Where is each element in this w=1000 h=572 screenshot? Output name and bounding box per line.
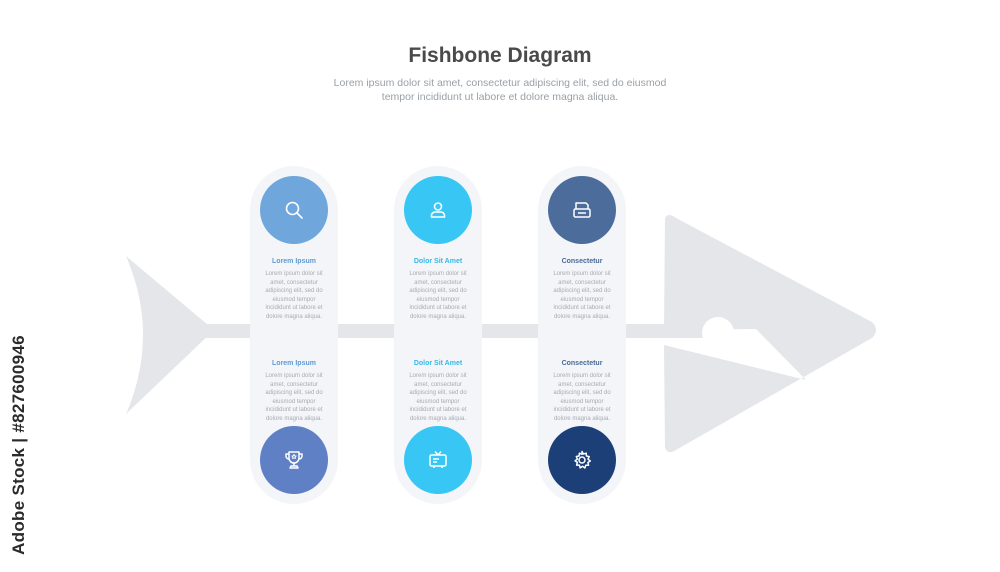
diagram-subtitle: Lorem ipsum dolor sit amet, consectetur … (250, 76, 750, 104)
tv-icon (429, 451, 447, 468)
text-line: Lorem ipsum dolor sit (409, 271, 467, 277)
text-line: dolore magna aliqua. (553, 415, 611, 422)
bone-1-bottom-text: Lorem ipsum dolor sit amet, consectetur … (259, 372, 329, 424)
text-line: amet, consectetur (414, 381, 462, 388)
text-line: eiusmod tempor (272, 296, 316, 303)
fish-eye (702, 317, 734, 349)
bone-1-bottom-title: Lorem Ipsum (272, 360, 316, 367)
bone-2-bottom-badge (404, 426, 472, 494)
bone-3-top-badge (548, 176, 616, 244)
text-line: adipiscing elit, sed do (409, 288, 467, 295)
text-line: incididunt ut labore et (409, 407, 467, 414)
user-icon (430, 202, 446, 218)
text-line: incididunt ut labore et (265, 407, 323, 414)
text-line: incididunt ut labore et (265, 305, 323, 312)
text-line: eiusmod tempor (272, 398, 316, 405)
subtitle-line: Lorem ipsum dolor sit amet, consectetur … (333, 77, 667, 89)
diagram-title: Fishbone Diagram (408, 44, 592, 67)
bone-1-bottom-badge (260, 426, 328, 494)
gear-icon (574, 450, 592, 469)
stock-id-text: Adobe Stock | #827600946 (9, 335, 29, 555)
text-line: Lorem ipsum dolor sit (553, 373, 611, 379)
printer-icon (573, 202, 591, 218)
bone-2-top-text: Lorem ipsum dolor sit amet, consectetur … (403, 270, 473, 322)
text-line: eiusmod tempor (560, 296, 604, 303)
bone-3-bottom-badge (548, 426, 616, 494)
text-line: Lorem ipsum dolor sit (553, 271, 611, 277)
bone-2-bottom-text: Lorem ipsum dolor sit amet, consectetur … (403, 372, 473, 424)
bone-2-top-badge (404, 176, 472, 244)
stock-side-label: Adobe Stock | #827600946 (4, 330, 34, 560)
text-line: amet, consectetur (270, 279, 318, 286)
search-icon (285, 201, 303, 219)
bone-1-top-badge (260, 176, 328, 244)
text-line: dolore magna aliqua. (409, 313, 467, 320)
text-line: incididunt ut labore et (409, 305, 467, 312)
bone-2-bottom-title: Dolor Sit Amet (413, 360, 463, 367)
text-line: Lorem ipsum dolor sit (409, 373, 467, 379)
text-line: dolore magna aliqua. (265, 313, 323, 320)
text-line: amet, consectetur (558, 381, 606, 388)
text-line: Lorem ipsum dolor sit (265, 373, 323, 379)
text-line: dolore magna aliqua. (409, 415, 467, 422)
text-line: dolore magna aliqua. (265, 415, 323, 422)
text-line: incididunt ut labore et (553, 305, 611, 312)
text-line: dolore magna aliqua. (553, 313, 611, 320)
text-line: incididunt ut labore et (553, 407, 611, 414)
text-line: adipiscing elit, sed do (265, 390, 323, 397)
text-line: amet, consectetur (270, 381, 318, 388)
text-line: adipiscing elit, sed do (553, 390, 611, 397)
bone-3-top-title: Consectetur (561, 258, 603, 265)
bone-1-top-title: Lorem Ipsum (272, 258, 316, 265)
text-line: eiusmod tempor (560, 398, 604, 405)
trophy-icon (285, 451, 303, 469)
fish-tail (126, 256, 214, 414)
bone-3-bottom-text: Lorem ipsum dolor sit amet, consectetur … (547, 372, 617, 424)
text-line: amet, consectetur (558, 279, 606, 286)
text-line: adipiscing elit, sed do (553, 288, 611, 295)
bone-3-top-text: Lorem ipsum dolor sit amet, consectetur … (547, 270, 617, 322)
text-line: Lorem ipsum dolor sit (265, 271, 323, 277)
text-line: eiusmod tempor (416, 296, 460, 303)
text-line: adipiscing elit, sed do (265, 288, 323, 295)
text-line: eiusmod tempor (416, 398, 460, 405)
text-line: amet, consectetur (414, 279, 462, 286)
fish-head (664, 215, 876, 453)
subtitle-line: tempor incididunt ut labore et dolore ma… (381, 91, 619, 103)
bone-2-top-title: Dolor Sit Amet (413, 258, 463, 265)
text-line: adipiscing elit, sed do (409, 390, 467, 397)
bone-1-top-text: Lorem ipsum dolor sit amet, consectetur … (259, 270, 329, 322)
bone-3-bottom-title: Consectetur (561, 360, 603, 367)
